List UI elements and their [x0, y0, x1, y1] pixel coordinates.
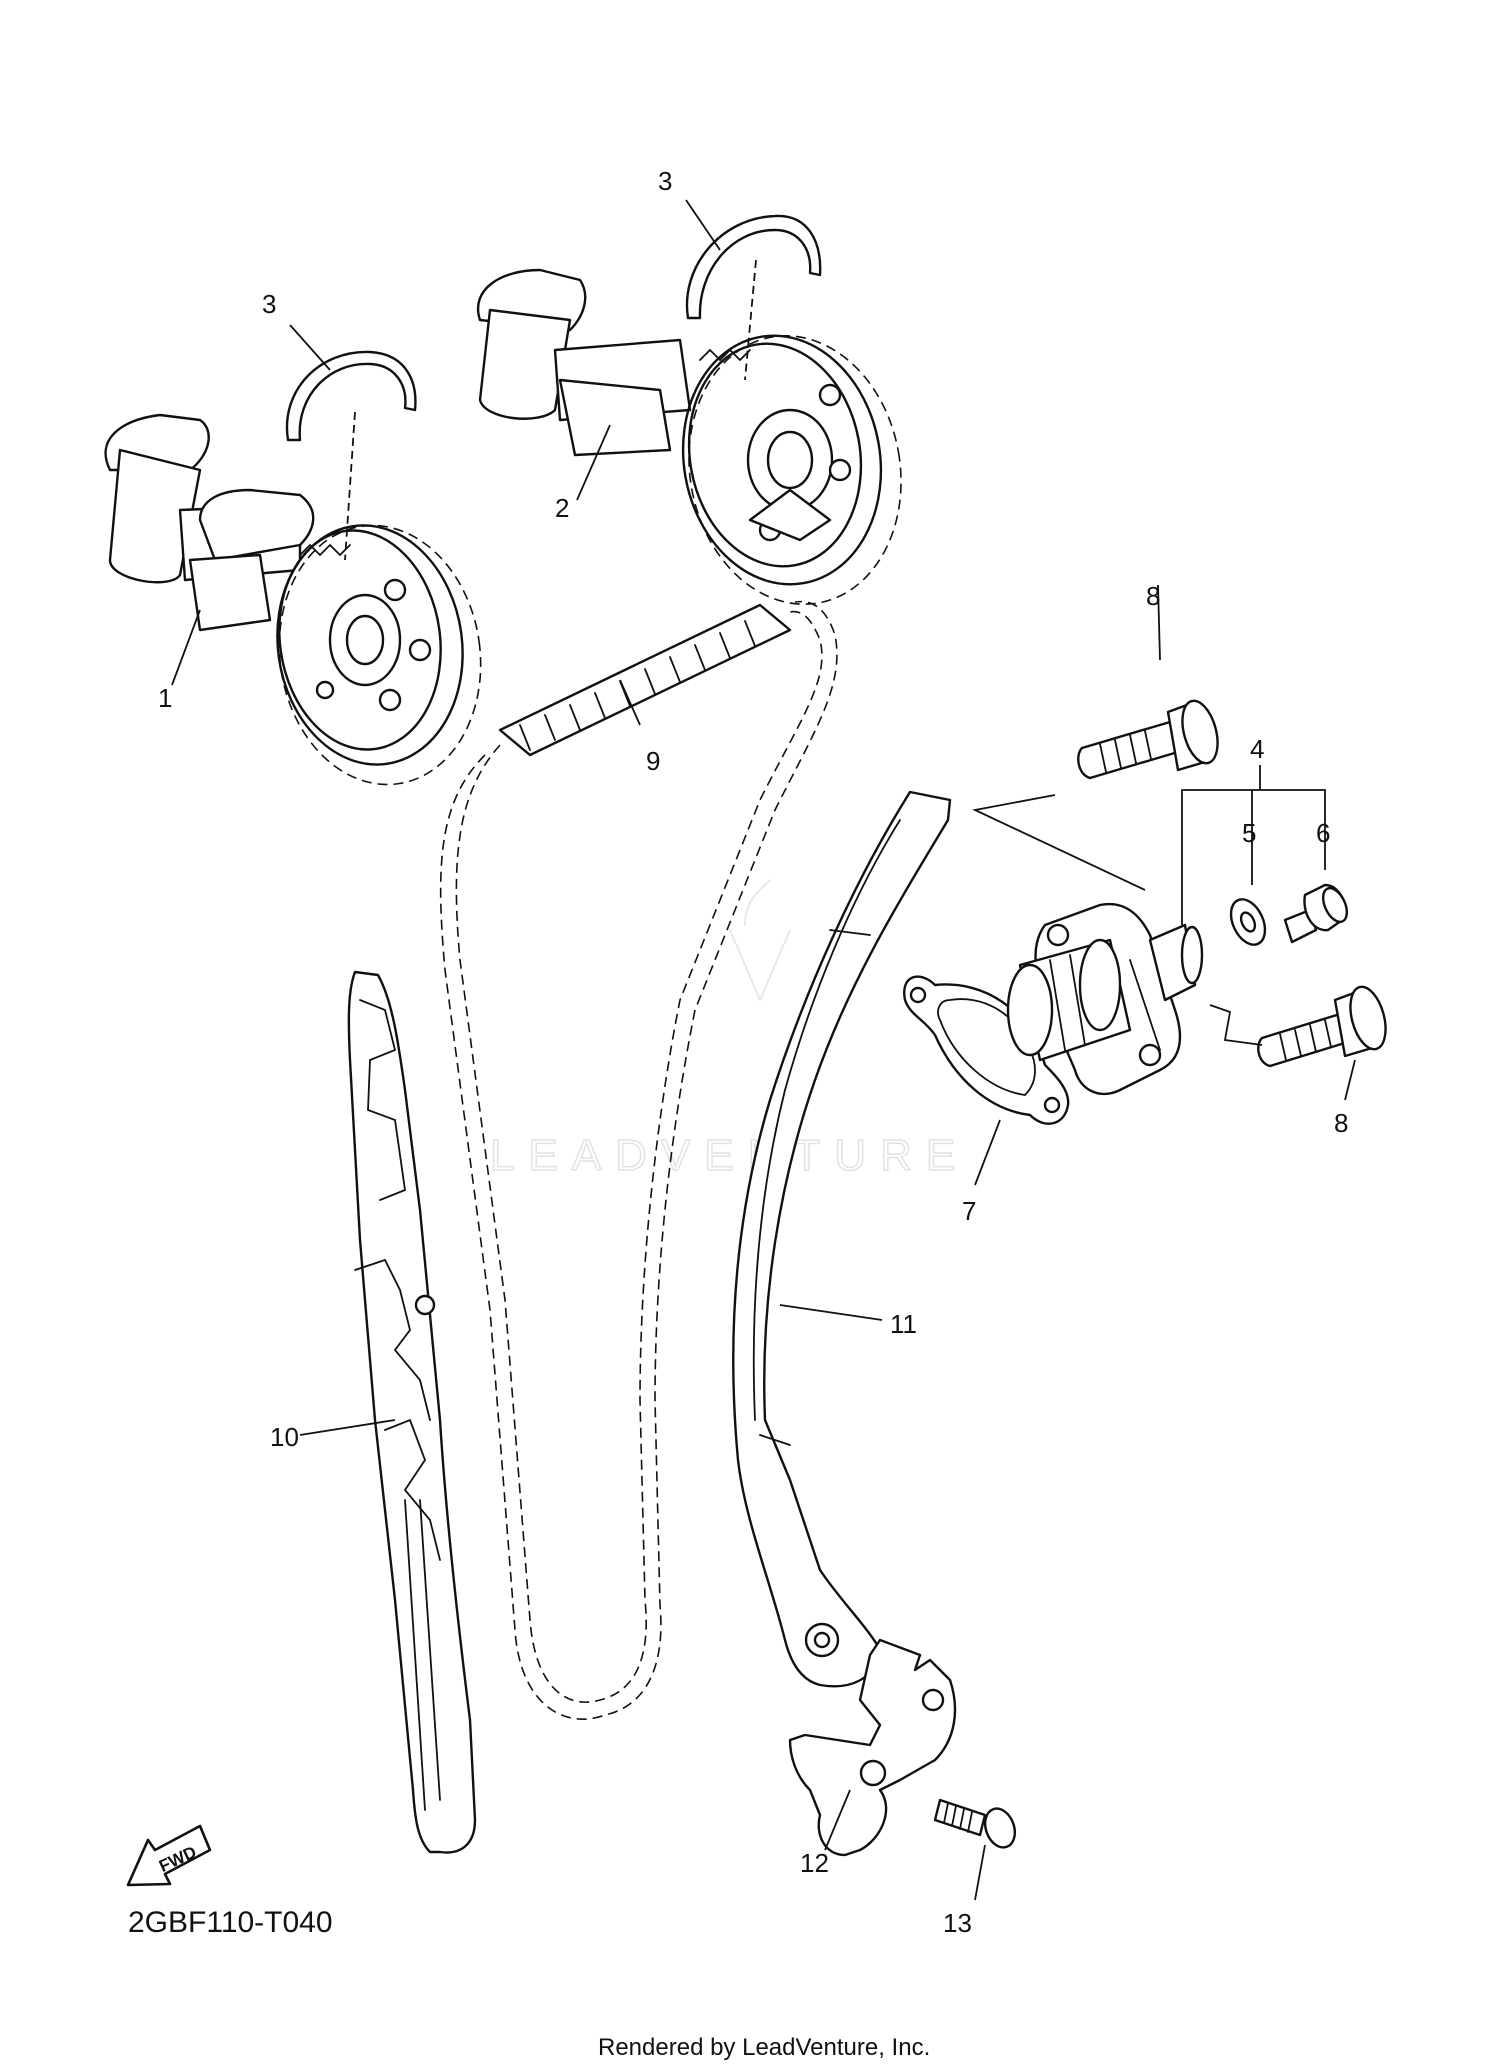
callout-8-lower: 8	[1334, 1108, 1348, 1138]
washer	[1229, 898, 1267, 946]
callout-4: 4	[1250, 734, 1264, 764]
watermark: LEADVENTURE	[489, 879, 969, 1181]
screw	[933, 1798, 1017, 1849]
callout-3-left: 3	[262, 289, 276, 319]
watermark-text: LEADVENTURE	[490, 1131, 969, 1180]
camshaft-right	[477, 268, 902, 605]
diagram-code: 2GBF110-T040	[128, 1906, 333, 1939]
callout-12: 12	[800, 1848, 829, 1878]
callout-13: 13	[943, 1908, 972, 1938]
callout-6: 6	[1316, 818, 1330, 848]
guide-stopper	[788, 1638, 957, 1857]
clip-left	[285, 350, 417, 561]
callout-3-right: 3	[658, 166, 672, 196]
callouts: 1 2 3 3 4 5 6 7 8 8 9 10 11 12 13	[158, 166, 1348, 1938]
timing-chain	[439, 600, 838, 1720]
callout-7: 7	[962, 1196, 976, 1226]
callout-11: 11	[890, 1309, 917, 1339]
callout-8-upper: 8	[1146, 581, 1160, 611]
bolt-lower	[1257, 985, 1387, 1068]
callout-5: 5	[1242, 818, 1256, 848]
callout-10: 10	[270, 1422, 299, 1452]
tensioner-assy	[1006, 902, 1204, 1096]
tensioner-cap-bolt	[1283, 883, 1349, 944]
clip-right	[685, 214, 822, 381]
camshaft-left	[104, 413, 482, 786]
footer-credit: Rendered by LeadVenture, Inc.	[598, 2034, 930, 2061]
callout-9: 9	[646, 746, 660, 776]
fwd-arrow-icon: FWD	[126, 1824, 212, 1887]
leader-lines	[171, 199, 1356, 1901]
bolt-upper	[1077, 699, 1219, 780]
callout-2: 2	[555, 493, 569, 523]
chain-guide-left	[347, 970, 477, 1854]
chain-guide-right	[732, 790, 952, 1688]
callout-1: 1	[158, 683, 172, 713]
